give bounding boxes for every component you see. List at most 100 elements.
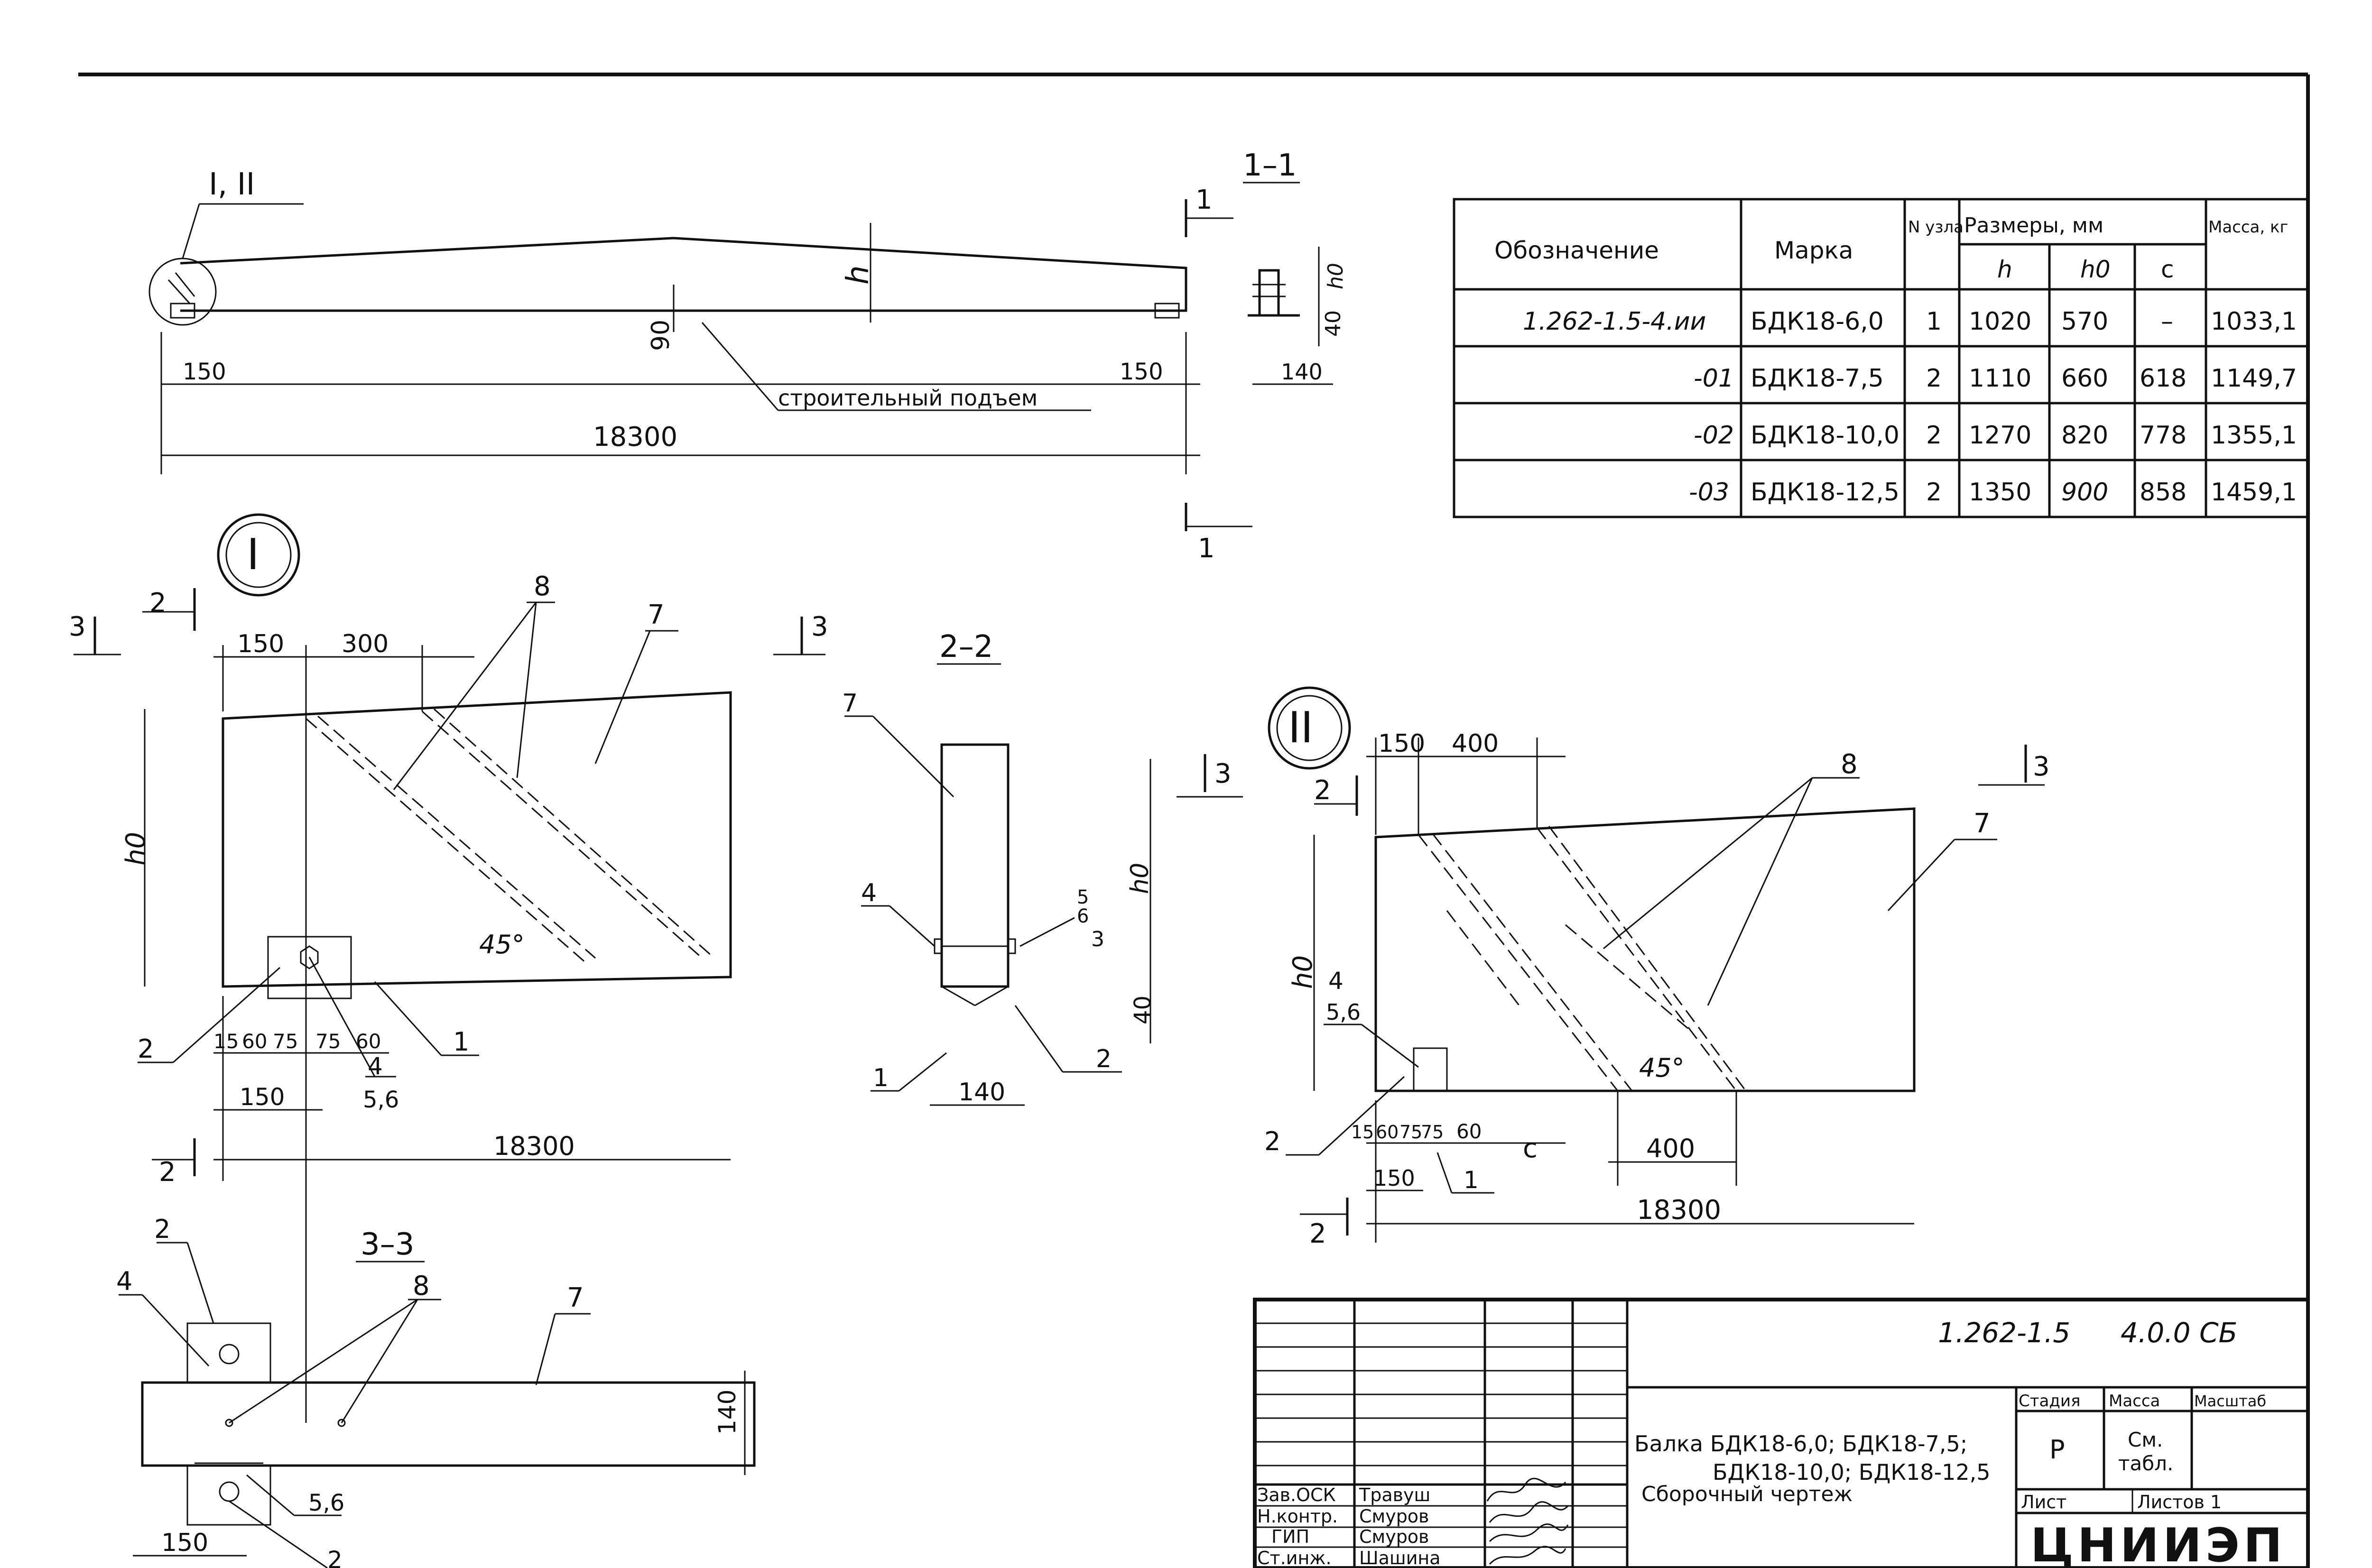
signature-role: Н.контр.	[1257, 1506, 1338, 1527]
th-h0: h0	[2080, 256, 2111, 283]
node-II-length: 18300	[1637, 1195, 1721, 1226]
title-block: Зав.ОСК Травуш Н.контр. Смуров ГИП Смуро…	[1253, 1298, 2310, 1568]
sheet-label: Лист	[2021, 1492, 2066, 1513]
elevation-dim-h: h	[841, 265, 876, 285]
node-II-dim-400b: 400	[1646, 1134, 1695, 1163]
node-II-dims-bottom-2: 75	[1399, 1122, 1422, 1143]
node-II-callout-2: 2	[1264, 1126, 1280, 1156]
node-I-callout-8: 8	[534, 571, 551, 602]
node-II-cut-3: 3	[2033, 751, 2050, 782]
spec-table: Обозначение Марка N узла Размеры, мм h h…	[1453, 198, 2309, 518]
node-II-angle: 45°	[1639, 1053, 1685, 1083]
section-1-1-dim-h0: h0	[1324, 263, 1348, 289]
signature-name: Травуш	[1359, 1485, 1430, 1505]
table-row: 1.262-1.5-4.ии БДК18-6,0 1 1020 570 – 10…	[1523, 307, 2297, 336]
node-I-cut-2-top: 2	[149, 588, 167, 618]
node-I-dim-h0: h0	[120, 832, 151, 866]
section-1-1: 1–1 h0 40 140	[1243, 148, 1348, 385]
signature-row: ГИП Смуров	[1271, 1526, 1429, 1547]
sheets-label: Листов 1	[2137, 1492, 2222, 1513]
signature-role: Зав.ОСК	[1257, 1485, 1336, 1505]
table-row: -03 БДК18-12,5 2 1350 900 858 1459,1	[1689, 478, 2297, 507]
organization-logo: ЦНИИЭП	[2030, 1519, 2286, 1568]
section-2-2-dim-40: 40	[1130, 996, 1156, 1024]
node-I-callout-1: 1	[453, 1027, 469, 1057]
node-I-detail: I 45° 150 300 8 7 h0 2 3 3	[69, 513, 828, 1423]
node-I-dim-150: 150	[237, 630, 284, 658]
stage-value: Р	[2049, 1435, 2065, 1465]
signature-row: Н.контр. Смуров	[1257, 1506, 1429, 1527]
title-line-3: Сборочный чертеж	[1641, 1482, 1853, 1506]
node-I-dims-bottom-3: 75	[315, 1030, 341, 1053]
node-I-dim-150b: 150	[240, 1083, 285, 1111]
cut-mark-1-bottom: 1	[1198, 533, 1215, 564]
node-I-angle: 45°	[479, 930, 525, 959]
node-I-dims-bottom-2: 75	[273, 1030, 298, 1053]
cell-mass: 1459,1	[2211, 478, 2297, 507]
document-code: 1.262-1.5	[1938, 1317, 2070, 1349]
node-II-detail: II 45° 150 400 8 7 h0 4 5,6 2	[1264, 686, 2050, 1249]
cell-c: 858	[2140, 478, 2187, 507]
cell-c: –	[2161, 307, 2173, 336]
node-I-callout-56: 5,6	[363, 1087, 399, 1113]
mass-value-2: табл.	[2118, 1452, 2173, 1475]
th-mass: Масса, кг	[2208, 218, 2288, 237]
signature-row: Ст.инж. Шашина	[1257, 1548, 1441, 1568]
node-II-label: II	[1288, 703, 1313, 753]
th-dimensions: Размеры, мм	[1964, 213, 2103, 238]
beam-elevation: h 90 строительный подъем I, II 150 150 1…	[148, 167, 1252, 564]
cell-h0: 820	[2061, 421, 2108, 450]
signature-name: Смуров	[1359, 1526, 1429, 1547]
th-mark: Марка	[1774, 237, 1853, 264]
cell-mass: 1149,7	[2211, 364, 2297, 393]
section-3-3-callout-4: 4	[116, 1266, 132, 1296]
section-3-3-title: 3–3	[361, 1227, 414, 1262]
section-2-2-callout-2: 2	[1096, 1045, 1112, 1073]
node-I-dims-bottom-1: 60	[242, 1030, 267, 1053]
th-designation: Обозначение	[1494, 237, 1659, 264]
th-c: c	[2161, 256, 2174, 283]
scale-header: Масштаб	[2194, 1392, 2266, 1410]
section-2-2-callout-1: 1	[873, 1064, 889, 1092]
th-h: h	[1997, 256, 2012, 283]
cell-mark: БДК18-10,0	[1751, 421, 1899, 450]
cell-h0: 570	[2061, 307, 2108, 336]
table-row: -02 БДК18-10,0 2 1270 820 778 1355,1	[1694, 421, 2297, 450]
cell-h0: 660	[2061, 364, 2108, 393]
elevation-length: 18300	[593, 422, 677, 452]
node-II-dims-bottom-3: 75	[1421, 1122, 1444, 1143]
cell-designation: -02	[1694, 421, 1734, 450]
node-II-cut-2-bottom: 2	[1309, 1218, 1326, 1249]
elevation-dim-90: 90	[647, 320, 675, 351]
node-II-callout-56: 5,6	[1326, 999, 1361, 1025]
node-I-callout-4: 4	[368, 1052, 383, 1080]
section-3-3: 3–3 2 4 8 7 5,6 140 150 2	[116, 1214, 756, 1568]
section-3-3-callout-2b: 2	[327, 1546, 343, 1568]
mass-header: Масса	[2109, 1392, 2160, 1411]
section-2-2-callout-6: 6	[1077, 905, 1089, 927]
node-II-callout-7: 7	[1974, 808, 1991, 839]
camber-label: строительный подъем	[778, 385, 1038, 411]
cell-h: 1350	[1969, 478, 2031, 507]
node-II-cut-2-top: 2	[1314, 775, 1331, 806]
cell-node: 1	[1926, 307, 1942, 336]
stage-header: Стадия	[2019, 1392, 2080, 1411]
section-2-2-callout-3: 3	[1091, 927, 1104, 951]
section-2-2-callout-7: 7	[842, 689, 858, 718]
node-I-dim-300: 300	[342, 630, 389, 658]
node-II-dims-bottom-0: 15	[1351, 1122, 1374, 1143]
signature-name: Смуров	[1359, 1506, 1429, 1527]
cell-node: 2	[1926, 421, 1942, 450]
section-3-3-dim-150: 150	[161, 1529, 208, 1557]
cell-c: 778	[2140, 421, 2187, 450]
cell-node: 2	[1926, 364, 1942, 393]
cell-c: 618	[2140, 364, 2187, 393]
cell-mark: БДК18-7,5	[1751, 364, 1884, 393]
section-1-1-dim-140: 140	[1281, 359, 1323, 385]
node-I-dims-bottom-0: 15	[213, 1030, 239, 1053]
handwritten-signatures	[1486, 1477, 1569, 1565]
section-3-3-callout-56: 5,6	[308, 1490, 344, 1516]
th-node: N узла	[1908, 218, 1964, 237]
node-II-dim-150b: 150	[1373, 1165, 1415, 1191]
